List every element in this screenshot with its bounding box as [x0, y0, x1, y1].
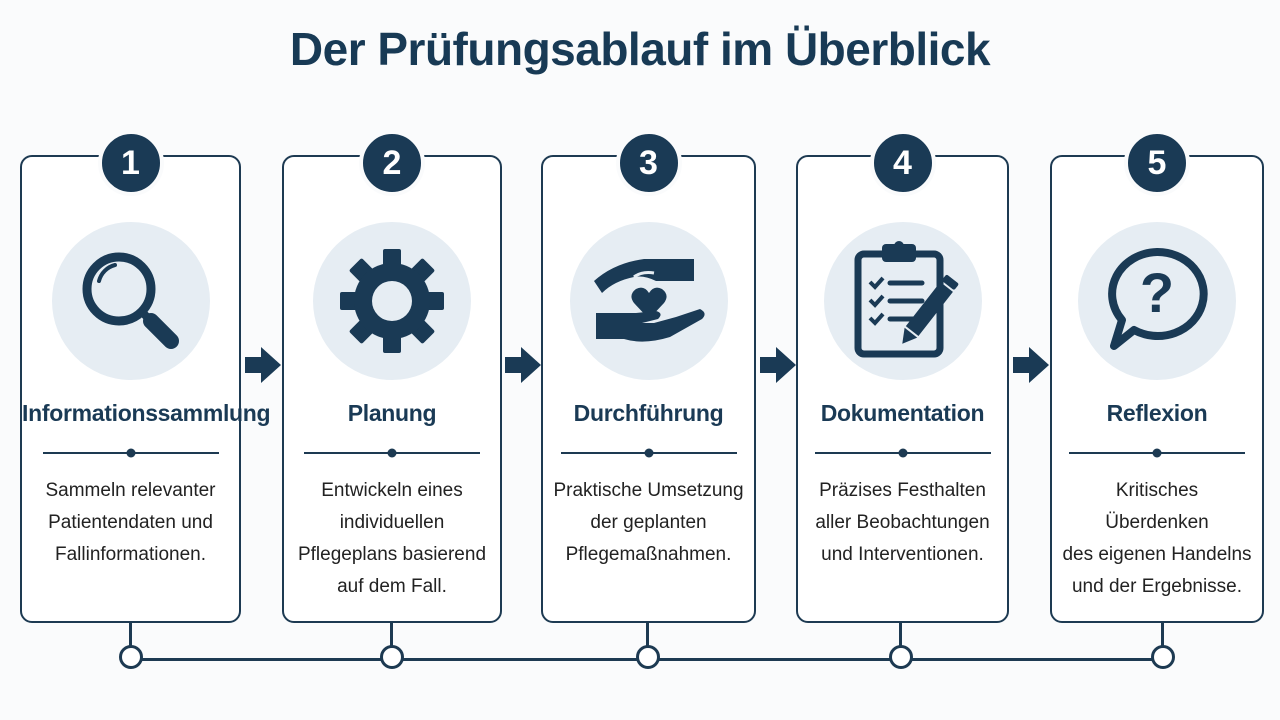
description-line: individuellen: [339, 512, 445, 533]
step-title: Reflexion: [1106, 400, 1208, 426]
arrow-right-icon: [1013, 347, 1049, 383]
step-number-badge: 4: [869, 130, 936, 196]
timeline-stem: [646, 622, 649, 648]
svg-text:?: ?: [1140, 261, 1174, 324]
description-line: auf dem Fall.: [337, 576, 447, 597]
divider: [560, 448, 737, 458]
timeline-node: [380, 645, 404, 669]
step-title: Planung: [347, 400, 437, 426]
arrow-right-icon: [245, 347, 281, 383]
question-speech-bubble-icon: ?: [1078, 222, 1236, 380]
description-line: aller Beobachtungen: [815, 512, 990, 533]
step-card-4: 4 Dokumentation Präzises Festhalten alle…: [796, 130, 1009, 623]
step-description: Sammeln relevanter Patientendaten und Fa…: [32, 475, 229, 571]
timeline-stem: [899, 622, 902, 648]
description-line: Patientendaten und: [48, 512, 213, 533]
step-description: Praktische Umsetzung der geplanten Pfleg…: [553, 475, 744, 571]
timeline-stem: [129, 622, 132, 648]
description-line: Entwickeln eines: [321, 480, 463, 501]
step-number-badge: 1: [97, 130, 164, 196]
step-title: Informationssammlung: [22, 400, 271, 426]
description-line: Präzises Festhalten: [819, 480, 986, 501]
description-line: Sammeln relevanter: [45, 480, 216, 501]
description-line: Kritisches Überdenken: [1105, 480, 1209, 533]
page-title: Der Prüfungsablauf im Überblick: [289, 23, 991, 75]
clipboard-checklist-icon: [823, 222, 982, 380]
description-line: Fallinformationen.: [54, 544, 207, 565]
step-title: Dokumentation: [820, 400, 985, 426]
timeline-node: [636, 645, 660, 669]
description-line: des eigenen Handelns: [1062, 544, 1252, 565]
description-line: und Interventionen.: [821, 544, 984, 565]
description-line: Pflegemaßnahmen.: [565, 544, 732, 565]
description-line: Pflegeplans basierend: [297, 544, 487, 565]
description-line: und der Ergebnisse.: [1071, 576, 1243, 597]
step-number-badge: 3: [615, 130, 682, 196]
arrow-right-icon: [760, 347, 796, 383]
timeline-node: [1151, 645, 1175, 669]
step-card-3: 3 Durchführung Praktische Umsetzung der …: [541, 130, 756, 623]
timeline-stem: [390, 622, 393, 648]
divider: [814, 448, 991, 458]
timeline-node: [119, 645, 143, 669]
step-description: Kritisches Überdenken des eigenen Handel…: [1062, 475, 1252, 603]
divider: [304, 448, 480, 458]
description-line: der geplanten: [590, 512, 707, 533]
step-description: Präzises Festhalten aller Beobachtungen …: [808, 475, 997, 571]
hands-heart-icon: [569, 222, 728, 380]
timeline-stem: [1161, 622, 1164, 648]
arrow-right-icon: [505, 347, 541, 383]
divider: [1069, 448, 1245, 458]
step-description: Entwickeln eines individuellen Pflegepla…: [294, 475, 490, 603]
gear-icon: [313, 222, 471, 380]
step-number-badge: 2: [359, 130, 425, 196]
timeline-node: [889, 645, 913, 669]
divider: [42, 448, 219, 458]
step-card-2: 2 Planung Entwickeln eines individuellen…: [282, 130, 502, 623]
description-line: Praktische Umsetzung: [553, 480, 744, 501]
step-title: Durchführung: [573, 400, 724, 426]
step-card-5: 5 ? Reflexion Kritisches Überdenken des …: [1050, 130, 1264, 623]
step-number-badge: 5: [1124, 130, 1190, 196]
magnifier-icon: [51, 222, 210, 380]
step-card-1: 1 Informationssammlung Sammeln relevante…: [20, 130, 271, 623]
